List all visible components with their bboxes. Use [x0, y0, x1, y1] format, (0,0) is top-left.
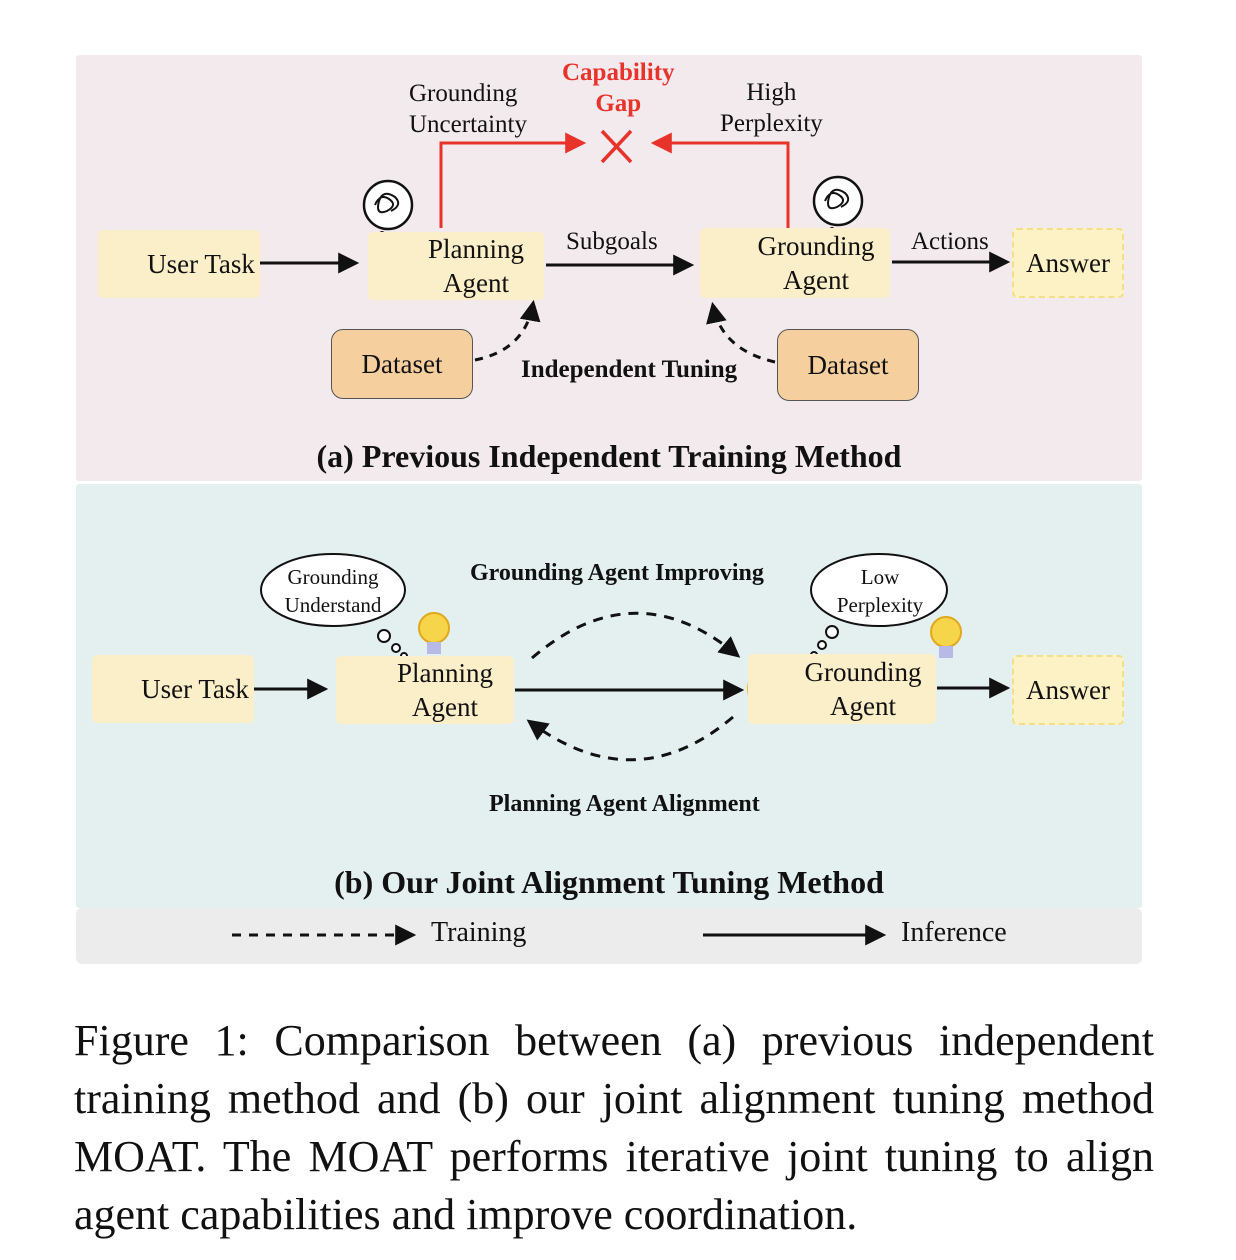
dashed-arrow-planning-alignment	[526, 715, 734, 762]
grounding-uncertainty-label: Grounding Uncertainty	[409, 78, 527, 140]
thought-cloud-right	[810, 553, 948, 659]
answer-label-b: Answer	[1026, 675, 1110, 705]
grounding-uncertainty-line2: Uncertainty	[409, 111, 528, 138]
capability-gap-line1: Capability	[562, 59, 675, 86]
panel-b-title: (b) Our Joint Alignment Tuning Method	[334, 864, 884, 900]
confused-thought-icon-right	[812, 175, 864, 233]
planning-agent-box-b: Planning Agent	[336, 656, 514, 724]
dashed-arrow-grounding-improving	[531, 611, 741, 660]
capability-gap-cross-icon	[600, 129, 633, 164]
thought-right-text: Low Perplexity	[828, 563, 932, 619]
red-arrow-left	[439, 132, 587, 228]
user-task-box-b: User Task	[92, 655, 254, 723]
thought-left-line1: Grounding	[287, 565, 379, 589]
answer-label-a: Answer	[1026, 248, 1110, 278]
grounding-agent-box-a: Grounding Agent	[700, 228, 890, 298]
planning-label-a: Planning	[427, 234, 524, 264]
legend-inference-label: Inference	[901, 917, 1007, 948]
subgoals-label: Subgoals	[566, 228, 658, 255]
grounding-label-a: Grounding	[757, 231, 875, 261]
user-task-box-a: User Task	[98, 230, 260, 298]
lightbulb-icon-right	[930, 616, 962, 658]
dataset-box-left: Dataset	[331, 329, 473, 399]
planning-alignment-label: Planning Agent Alignment	[489, 791, 760, 817]
dashed-arrow-dataset-right	[706, 301, 776, 364]
agent-label-b: Agent	[412, 692, 478, 722]
agent-label-a: Agent	[443, 268, 509, 298]
grounding-uncertainty-line1: Grounding	[409, 80, 518, 107]
lightbulb-icon-left	[418, 612, 450, 654]
figure-caption: Figure 1: Comparison between (a) previou…	[74, 1016, 1154, 1239]
thought-left-text: Grounding Understand	[277, 563, 389, 619]
legend-training-label: Training	[431, 917, 527, 948]
planning-label-b: Planning	[396, 658, 493, 688]
capability-gap-label: Capability Gap	[562, 57, 675, 119]
dashed-arrow-dataset-left	[474, 299, 541, 362]
confused-thought-icon-left	[362, 179, 414, 237]
red-arrow-right	[650, 132, 790, 228]
grounding-improving-label: Grounding Agent Improving	[470, 560, 764, 586]
dataset-label-left: Dataset	[361, 349, 443, 379]
grounding-agent-label-a: Agent	[783, 265, 849, 295]
grounding-agent-box-b: Grounding Agent	[748, 654, 936, 724]
actions-label: Actions	[911, 228, 989, 255]
grounding-label-b: Grounding	[804, 657, 922, 687]
high-perplexity-line1: High	[746, 79, 797, 106]
independent-tuning-label: Independent Tuning	[521, 356, 738, 383]
high-perplexity-label: High Perplexity	[720, 77, 823, 139]
dataset-label-right: Dataset	[807, 350, 889, 380]
grounding-agent-label-b: Agent	[830, 691, 896, 721]
planning-agent-box-a: Planning Agent	[368, 232, 544, 300]
user-task-label-a: User Task	[147, 249, 255, 279]
answer-box-a: Answer	[1012, 228, 1124, 298]
thought-right-line2: Perplexity	[836, 593, 924, 617]
user-task-label-b: User Task	[141, 674, 249, 704]
thought-left-line2: Understand	[284, 593, 382, 617]
high-perplexity-line2: Perplexity	[720, 110, 823, 137]
panel-a-title: (a) Previous Independent Training Method	[316, 438, 902, 474]
answer-box-b: Answer	[1012, 655, 1124, 725]
capability-gap-line2: Gap	[595, 90, 642, 117]
dataset-box-right: Dataset	[777, 329, 919, 401]
thought-right-line1: Low	[860, 565, 900, 589]
